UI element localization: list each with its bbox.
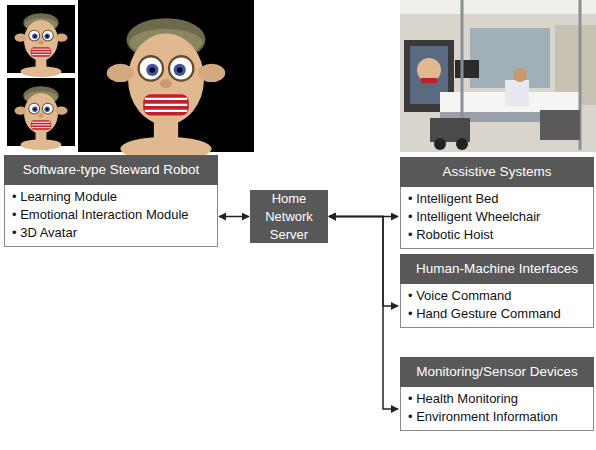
panel-heading: Monitoring/Sensor Devices — [400, 357, 594, 387]
panel-heading: Assistive Systems — [400, 157, 594, 187]
avatar-small-top — [7, 5, 75, 77]
module-panel: Assistive Systems• Intelligent Bed• Inte… — [400, 157, 594, 249]
connector-arrow — [329, 217, 398, 410]
room-photo — [400, 0, 596, 152]
avatar-small-bottom — [7, 78, 75, 150]
avatar-large — [78, 0, 254, 161]
panel-body: • Learning Module• Emotional Interaction… — [4, 185, 218, 247]
bullet-item: • Emotional Interaction Module — [12, 206, 211, 224]
bullet-item: • Intelligent Bed — [408, 190, 587, 208]
server-label: Home Network Server — [256, 190, 322, 244]
panel-body: • Health Monitoring• Environment Informa… — [400, 387, 594, 431]
connector-arrow — [329, 217, 398, 307]
panel-heading: Human-Machine Interfaces — [400, 254, 594, 284]
module-panel: Human-Machine Interfaces• Voice Command•… — [400, 254, 594, 328]
bullet-item: • Intelligent Wheelchair — [408, 208, 587, 226]
server-box: Home Network Server — [250, 190, 328, 243]
bullet-item: • Hand Gesture Command — [408, 305, 587, 323]
bullet-item: • 3D Avatar — [12, 224, 211, 242]
panel-body: • Voice Command• Hand Gesture Command — [400, 284, 594, 328]
panel-body: • Intelligent Bed• Intelligent Wheelchai… — [400, 187, 594, 249]
bullet-item: • Health Monitoring — [408, 390, 587, 408]
panel-heading: Software-type Steward Robot — [4, 155, 218, 185]
bullet-item: • Voice Command — [408, 287, 587, 305]
module-panel: Monitoring/Sensor Devices• Health Monito… — [400, 357, 594, 431]
bullet-item: • Robotic Hoist — [408, 226, 587, 244]
connector-arrow — [219, 216, 249, 218]
bullet-item: • Learning Module — [12, 188, 211, 206]
bullet-item: • Environment Information — [408, 408, 587, 426]
module-panel: Software-type Steward Robot• Learning Mo… — [4, 155, 218, 247]
